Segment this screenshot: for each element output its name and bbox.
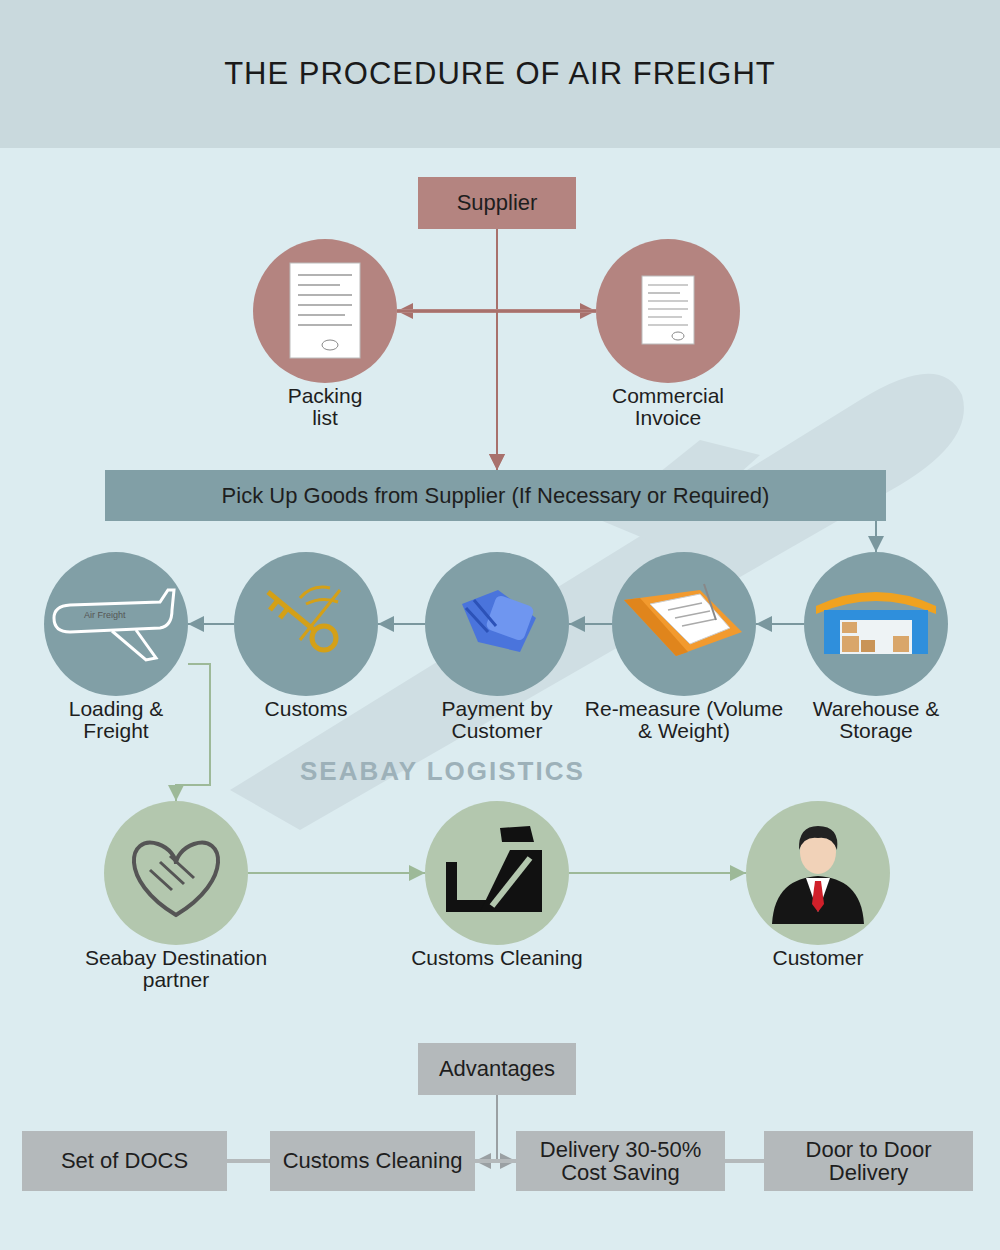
node-label: Warehouse & Storage [809, 698, 944, 742]
flow-connector [176, 664, 210, 801]
process-circle: Customs Cleaning [425, 801, 569, 945]
node-label: Customs Cleaning [397, 947, 597, 969]
customs-key-icon [268, 587, 340, 650]
diagram-title: THE PROCEDURE OF AIR FREIGHT [0, 56, 1000, 92]
customer-icon [772, 826, 864, 924]
node-text: Door to Door Delivery [774, 1138, 963, 1184]
flow-connector [497, 1095, 516, 1161]
customs-officer-icon [446, 826, 542, 912]
process-circle: Loading & Freight [44, 552, 188, 696]
node-text: Customs Cleaning [283, 1149, 463, 1172]
flow-connector [497, 311, 596, 470]
flow-connector [475, 1159, 516, 1163]
flow-connector [569, 872, 746, 874]
plane-watermark [230, 374, 964, 830]
process-circle: Warehouse & Storage [804, 552, 948, 696]
warehouse-icon [816, 592, 936, 654]
process-circle: Seabay Destination partner [104, 801, 248, 945]
document-icon [642, 276, 694, 344]
node-label: Payment by Customer [422, 698, 572, 742]
node-text: Set of DOCS [61, 1149, 188, 1172]
flow-connector [756, 623, 804, 625]
node-label: Loading & Freight [61, 698, 171, 742]
node-label: Packing list [275, 385, 375, 429]
icon-label: Air Freight [84, 610, 126, 620]
node-label: Customer [758, 947, 878, 969]
node-label: Seabay Destination partner [69, 947, 284, 991]
plane-icon [54, 590, 174, 660]
process-circle: Commercial Invoice [596, 239, 740, 383]
process-box: Customs Cleaning [270, 1131, 475, 1191]
flow-connector [227, 1159, 270, 1163]
remeasure-icon [624, 584, 742, 656]
flow-connector [475, 1095, 497, 1161]
process-box: Set of DOCS [22, 1131, 227, 1191]
process-box: Pick Up Goods from Supplier (If Necessar… [105, 470, 886, 521]
watermark: SEABAY LOGISTICS [300, 756, 585, 787]
flow-connector [248, 872, 425, 874]
node-text: Pick Up Goods from Supplier (If Necessar… [222, 484, 770, 507]
node-label: Customs [251, 698, 361, 720]
flow-connector [378, 623, 425, 625]
flow-connector [497, 229, 596, 311]
process-circle: Packing list [253, 239, 397, 383]
flow-connector [188, 623, 234, 625]
process-box: Door to Door Delivery [764, 1131, 973, 1191]
flow-connector [725, 1159, 764, 1163]
process-box: Delivery 30-50% Cost Saving [516, 1131, 725, 1191]
flow-connector [397, 311, 497, 470]
node-text: Advantages [439, 1057, 555, 1080]
process-circle: Customs [234, 552, 378, 696]
document-icon [290, 263, 360, 358]
node-text: Supplier [457, 191, 538, 214]
flow-connector [397, 229, 497, 311]
process-box: Advantages [418, 1043, 576, 1095]
process-box: Supplier [418, 177, 576, 229]
node-label: Re-measure (Volume & Weight) [584, 698, 784, 742]
handshake-icon [134, 843, 218, 915]
flow-connector [569, 623, 612, 625]
process-circle: Customer [746, 801, 890, 945]
flow-connector [875, 521, 877, 552]
payment-icon [462, 590, 536, 652]
header-band [0, 0, 1000, 148]
process-circle: Re-measure (Volume & Weight) [612, 552, 756, 696]
process-circle: Payment by Customer [425, 552, 569, 696]
node-text: Delivery 30-50% Cost Saving [526, 1138, 715, 1184]
node-label: Commercial Invoice [598, 385, 738, 429]
